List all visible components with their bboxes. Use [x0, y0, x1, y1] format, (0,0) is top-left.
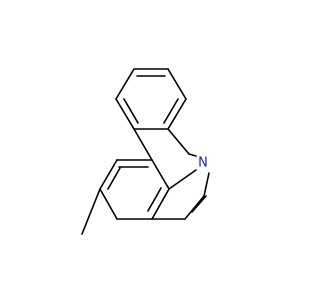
double-bond-inner	[107, 167, 121, 190]
double-bond-inner	[191, 195, 207, 213]
bridge-ring	[133, 128, 197, 190]
bond	[151, 188, 170, 220]
double-bond-inner	[163, 98, 179, 124]
pyrrole-ring	[151, 172, 210, 220]
bond	[99, 188, 118, 220]
bond	[99, 159, 118, 190]
double-bond-inner	[123, 98, 139, 124]
bond	[151, 159, 170, 190]
benzene-ring-bottom	[99, 159, 170, 220]
bond	[184, 195, 205, 220]
nitrogen-atom-label: N	[198, 156, 208, 171]
bond	[167, 128, 190, 155]
double-bond-inner	[147, 187, 162, 212]
bond	[167, 68, 187, 100]
bond	[203, 172, 210, 197]
bond	[168, 169, 197, 190]
bond	[133, 128, 153, 161]
methyl-bond	[81, 188, 101, 235]
bond	[115, 98, 135, 130]
benzene-ring-top	[115, 68, 187, 130]
molecule-structure-diagram: N	[81, 68, 210, 235]
bond	[188, 153, 197, 157]
bond	[115, 68, 135, 100]
bond	[167, 98, 187, 130]
